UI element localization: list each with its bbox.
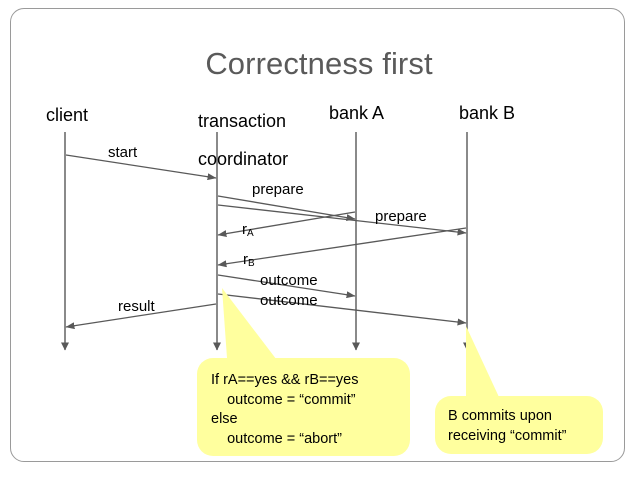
message-label-outcome-b: outcome xyxy=(260,292,318,309)
lifeline-label-bank-b: bank B xyxy=(459,103,516,123)
message-label-ra-sub: A xyxy=(247,228,254,239)
lifeline-label-client: client xyxy=(46,105,89,125)
callout-commit-logic: If rA==yes && rB==yes outcome = “commit”… xyxy=(197,358,410,456)
message-label-rb-sub: B xyxy=(248,258,255,269)
lifeline-label-coordinator-line1: transaction xyxy=(198,111,287,131)
callout-commit-logic-text: If rA==yes && rB==yes outcome = “commit”… xyxy=(211,372,359,447)
lifeline-label-bank-a: bank A xyxy=(329,103,385,123)
callout-tail-bank-b-note xyxy=(466,326,505,410)
lifeline-label-coordinator-line2: coordinator xyxy=(198,149,289,169)
message-label-rb-base: r xyxy=(243,251,248,268)
message-arrow-outcome-b xyxy=(217,293,467,326)
message-label-result: result xyxy=(118,298,155,315)
callout-bank-b-note-text: B commits upon receiving “commit” xyxy=(448,408,567,444)
message-label-rb: rB xyxy=(243,251,255,269)
message-label-prepare-b: prepare xyxy=(375,208,427,225)
message-label-start: start xyxy=(108,144,138,161)
message-label-outcome-a: outcome xyxy=(260,272,318,289)
message-label-ra-base: r xyxy=(242,221,247,238)
message-arrow-prepare-b xyxy=(217,204,467,236)
message-label-ra: rA xyxy=(242,221,254,239)
message-arrow-ra xyxy=(217,211,356,238)
message-arrow-outcome-a xyxy=(217,274,356,299)
message-arrow-result xyxy=(65,303,217,330)
callout-tail-commit-logic xyxy=(222,288,286,372)
message-arrow-rb xyxy=(217,227,467,268)
message-arrow-prepare-a xyxy=(217,195,356,222)
callout-bank-b-note: B commits upon receiving “commit” xyxy=(435,396,603,454)
message-arrow-start xyxy=(65,154,217,181)
message-label-prepare-a: prepare xyxy=(252,181,304,198)
lifeline-label-coordinator: transaction coordinator xyxy=(178,93,288,188)
page-title: Correctness first xyxy=(205,46,433,81)
